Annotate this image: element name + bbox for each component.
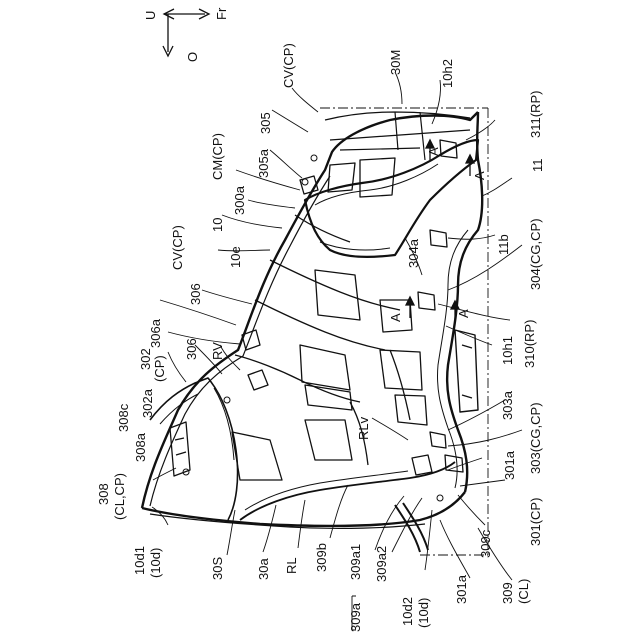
label-30m: 30M (388, 50, 403, 75)
label-10d1-paren: (10d) (148, 548, 163, 578)
label-309a2: 309a2 (374, 546, 389, 582)
rib-6 (390, 350, 410, 420)
label-305a: 305a (256, 148, 271, 178)
label-311-rp: 311(RP) (528, 91, 543, 138)
axis-label-u: U (143, 11, 158, 20)
label-308c: 308c (116, 403, 131, 432)
label-309a: 309a (348, 602, 363, 632)
clip-308 (170, 422, 190, 476)
label-10d2: 10d2 (400, 597, 415, 626)
hole-1 (224, 397, 230, 403)
label-301a-lower: 301a (454, 574, 469, 604)
label-301a-upper: 301a (502, 450, 517, 480)
right-bracket (455, 330, 478, 412)
label-303-cg-cp: 303(CG,CP) (528, 402, 543, 474)
label-rl: RL (284, 557, 299, 574)
label-300a: 300a (232, 185, 247, 215)
shoulder-cover-inner (315, 164, 438, 250)
label-308a: 308a (133, 432, 148, 462)
opening-6 (395, 395, 427, 425)
label-304a: 304a (406, 238, 421, 268)
label-rlv: RLv (356, 416, 371, 440)
label-10d2-paren: (10d) (416, 598, 431, 628)
clip-310 (418, 292, 435, 310)
label-303a: 303a (500, 390, 515, 420)
clip-309 (412, 455, 432, 475)
opening-2 (305, 420, 352, 460)
label-section-a4: A (456, 309, 471, 318)
clip-304 (430, 230, 447, 247)
rib-4 (295, 215, 350, 242)
label-10h1: 10h1 (500, 336, 515, 365)
label-308-cl-cp: (CL,CP) (112, 473, 127, 520)
hole-3 (311, 155, 317, 161)
label-cm-cp: CM(CP) (210, 133, 225, 180)
label-section-a1: A (426, 147, 441, 156)
label-section-a2: A (472, 171, 487, 180)
label-306a: 306a (148, 318, 163, 348)
label-11b: 11b (496, 234, 511, 255)
label-rv: RV (210, 342, 225, 360)
label-10e: 10e (228, 246, 243, 268)
label-302-cp: (CP) (152, 355, 167, 382)
label-309: 309 (500, 582, 515, 604)
label-section-a3: A (388, 313, 403, 322)
label-306-top: 306 (188, 283, 203, 305)
hole-5 (437, 495, 443, 501)
label-309a1: 309a1 (348, 544, 363, 580)
label-301-cp: 301(CP) (528, 498, 543, 546)
label-308: 308 (96, 483, 111, 505)
label-30a: 30a (256, 558, 271, 580)
label-309c: 309c (478, 529, 493, 558)
lower-bar (240, 462, 455, 520)
label-310-rp: 310(RP) (522, 320, 537, 368)
label-309-cl: (CL) (516, 579, 531, 604)
label-10d1: 10d1 (132, 546, 147, 575)
label-30s: 30S (210, 557, 225, 580)
leader-lines (152, 72, 522, 580)
label-cv-cp-top: CV(CP) (281, 43, 296, 88)
hole-2 (302, 179, 308, 185)
label-302a: 302a (140, 388, 155, 418)
opening-3 (300, 345, 350, 390)
clip-302 (248, 370, 268, 390)
rib-2 (255, 300, 385, 350)
clip-303 (430, 432, 446, 448)
rib-1 (235, 355, 360, 402)
label-306-mid: 306 (184, 338, 199, 360)
label-309b: 309b (314, 543, 329, 572)
axis-label-o: O (185, 52, 200, 62)
label-cv-cp-mid: CV(CP) (170, 225, 185, 270)
bottom-edge-band (395, 503, 428, 552)
orientation-indicator (163, 9, 209, 56)
axis-label-fr: Fr (214, 7, 229, 20)
opening-10 (315, 270, 360, 320)
label-305: 305 (258, 112, 273, 134)
label-10h2: 10h2 (440, 59, 455, 88)
label-302: 302 (138, 348, 153, 370)
label-304-cg-cp: 304(CG,CP) (528, 218, 543, 290)
label-10: 10 (210, 218, 225, 232)
label-11: 11 (530, 159, 545, 173)
opening-1 (232, 432, 282, 480)
panel-body (142, 112, 482, 552)
